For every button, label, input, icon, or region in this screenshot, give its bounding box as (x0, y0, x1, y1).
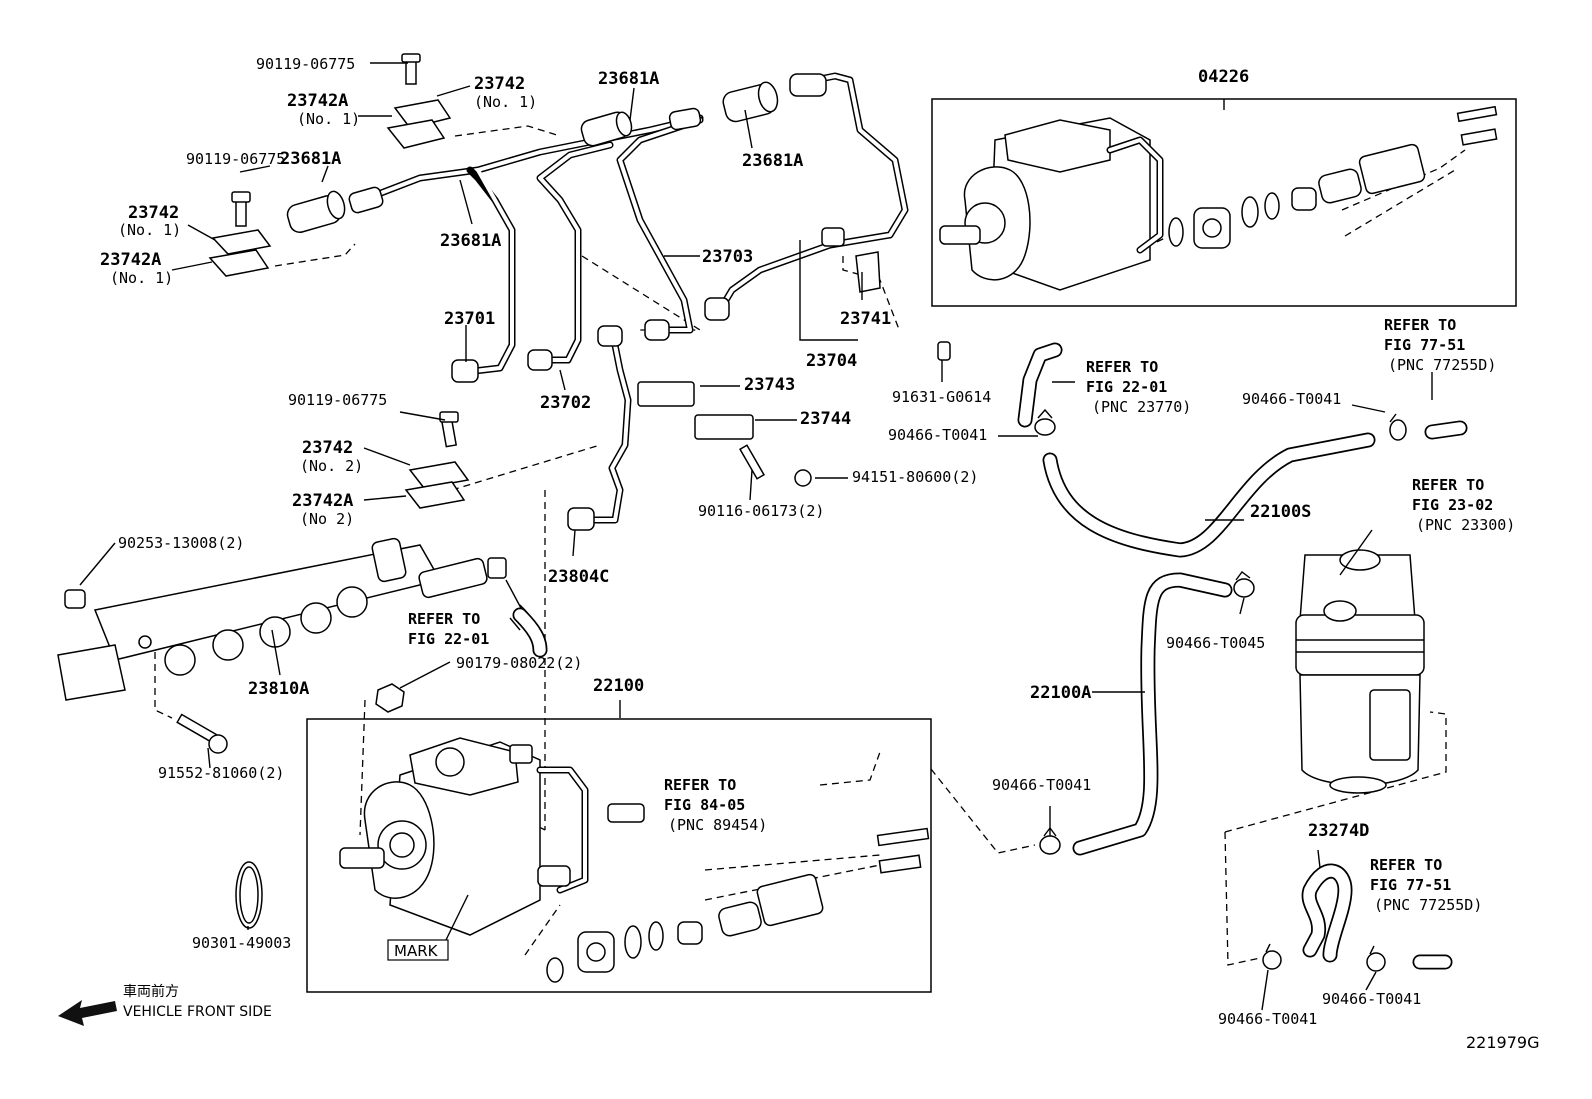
vehicle-front-arrow-icon (58, 1000, 117, 1026)
diagram-id: 221979G (1466, 1033, 1539, 1052)
part-label-23742A-top-sub: (No. 1) (297, 110, 360, 128)
front-note-jp: 車両前方 (123, 983, 179, 1000)
part-label-23743: 23743 (744, 375, 795, 395)
ref-84-05-line1: REFER TO (664, 776, 736, 794)
part-label-23742-left-sub: (No. 1) (118, 221, 181, 239)
part-label-23742-no2: 23742 (302, 438, 353, 458)
part-label-90119-c: 90119-06775 (288, 391, 387, 409)
ref-77-51-a-line2: FIG 77-51 (1384, 336, 1465, 354)
part-label-23804C: 23804C (548, 567, 609, 587)
part-label-23703: 23703 (702, 247, 753, 267)
injection-pipes (364, 72, 909, 524)
ref-22-01-a-line1: REFER TO (1086, 358, 1158, 376)
ref-77-51-b-line1: REFER TO (1370, 856, 1442, 874)
part-label-23702: 23702 (540, 393, 591, 413)
part-label-04226: 04226 (1198, 67, 1249, 87)
ref-22-01-b-line1: REFER TO (408, 610, 480, 628)
ref-77-51-a-line1: REFER TO (1384, 316, 1456, 334)
part-label-23681A-right: 23681A (742, 151, 803, 171)
part-label-90301: 90301-49003 (192, 934, 291, 952)
part-label-90466-c: 90466-T0045 (1166, 634, 1265, 652)
part-label-23742A-no2: 23742A (292, 491, 353, 511)
mark-label-box (387, 939, 449, 961)
part-label-90253: 90253-13008(2) (118, 534, 244, 552)
part-label-23701: 23701 (444, 309, 495, 329)
ref-84-05-line2: FIG 84-05 (664, 796, 745, 814)
fuel-filter (1295, 549, 1425, 794)
part-label-23742A-left-sub: (No. 1) (110, 269, 173, 287)
mark-label: MARK (394, 942, 439, 960)
ref-77-51-a-line3: (PNC 77255D) (1388, 356, 1496, 374)
part-label-91552: 91552-81060(2) (158, 764, 284, 782)
part-label-94151: 94151-80600(2) (852, 468, 978, 486)
pipe-nuts (286, 73, 845, 531)
part-labels: 04226 22100 22100S 22100A 23274D 23681A … (100, 55, 1421, 1028)
leader-lines (79, 62, 1433, 1011)
inset-pump-04226 (939, 105, 1498, 291)
ref-23-02-line2: FIG 23-02 (1412, 496, 1493, 514)
part-label-23742A-no2-sub: (No 2) (300, 510, 354, 528)
part-label-23810A: 23810A (248, 679, 309, 699)
part-label-23742-no2-sub: (No. 2) (300, 457, 363, 475)
part-label-23742-left: 23742 (128, 203, 179, 223)
ref-22-01-b-line2: FIG 22-01 (408, 630, 489, 648)
part-label-23681A-left: 23681A (280, 149, 341, 169)
part-label-23274D: 23274D (1308, 821, 1369, 841)
part-label-23742A-left: 23742A (100, 250, 161, 270)
part-label-90466-a: 90466-T0041 (888, 426, 987, 444)
ref-22-01-a-line2: FIG 22-01 (1086, 378, 1167, 396)
part-label-23744: 23744 (800, 409, 851, 429)
reference-notes: REFER TO FIG 22-01 (PNC 23770) REFER TO … (408, 316, 1515, 914)
ref-77-51-b-line3: (PNC 77255D) (1374, 896, 1482, 914)
part-label-91631: 91631-G0614 (892, 388, 991, 406)
part-label-23704: 23704 (806, 351, 857, 371)
part-label-22100S: 22100S (1250, 502, 1311, 522)
part-label-22100A: 22100A (1030, 683, 1091, 703)
part-label-23742A-top: 23742A (287, 91, 348, 111)
ref-23-02-line1: REFER TO (1412, 476, 1484, 494)
part-label-90466-d: 90466-T0041 (992, 776, 1091, 794)
part-label-23742-top-sub: (No. 1) (474, 93, 537, 111)
pipe-clamps (208, 53, 951, 509)
ref-77-51-b-line2: FIG 77-51 (1370, 876, 1451, 894)
front-note-en: VEHICLE FRONT SIDE (123, 1004, 272, 1020)
part-label-90116: 90116-06173(2) (698, 502, 824, 520)
part-label-90466-f: 90466-T0041 (1322, 990, 1421, 1008)
ref-22-01-a-line3: (PNC 23770) (1092, 398, 1191, 416)
part-label-22100: 22100 (593, 676, 644, 696)
hose-clips (1034, 408, 1407, 972)
supply-pump-22100 (339, 737, 824, 983)
pump-assembly-frame-22100 (306, 718, 932, 993)
part-label-90179: 90179-08022(2) (456, 654, 582, 672)
part-label-23681A-mid: 23681A (440, 231, 501, 251)
ref-23-02-line3: (PNC 23300) (1416, 516, 1515, 534)
common-rail-23810A (57, 537, 541, 701)
small-fasteners (176, 683, 930, 929)
fuel-hoses (512, 342, 1468, 970)
part-label-90466-e: 90466-T0041 (1218, 1010, 1317, 1028)
ref-84-05-line3: (PNC 89454) (668, 816, 767, 834)
part-label-90119-b: 90119-06775 (186, 150, 285, 168)
part-label-23742-top: 23742 (474, 74, 525, 94)
part-label-23681A-top: 23681A (598, 69, 659, 89)
part-label-90466-b: 90466-T0041 (1242, 390, 1341, 408)
part-label-90119-a: 90119-06775 (256, 55, 355, 73)
part-label-23741: 23741 (840, 309, 891, 329)
